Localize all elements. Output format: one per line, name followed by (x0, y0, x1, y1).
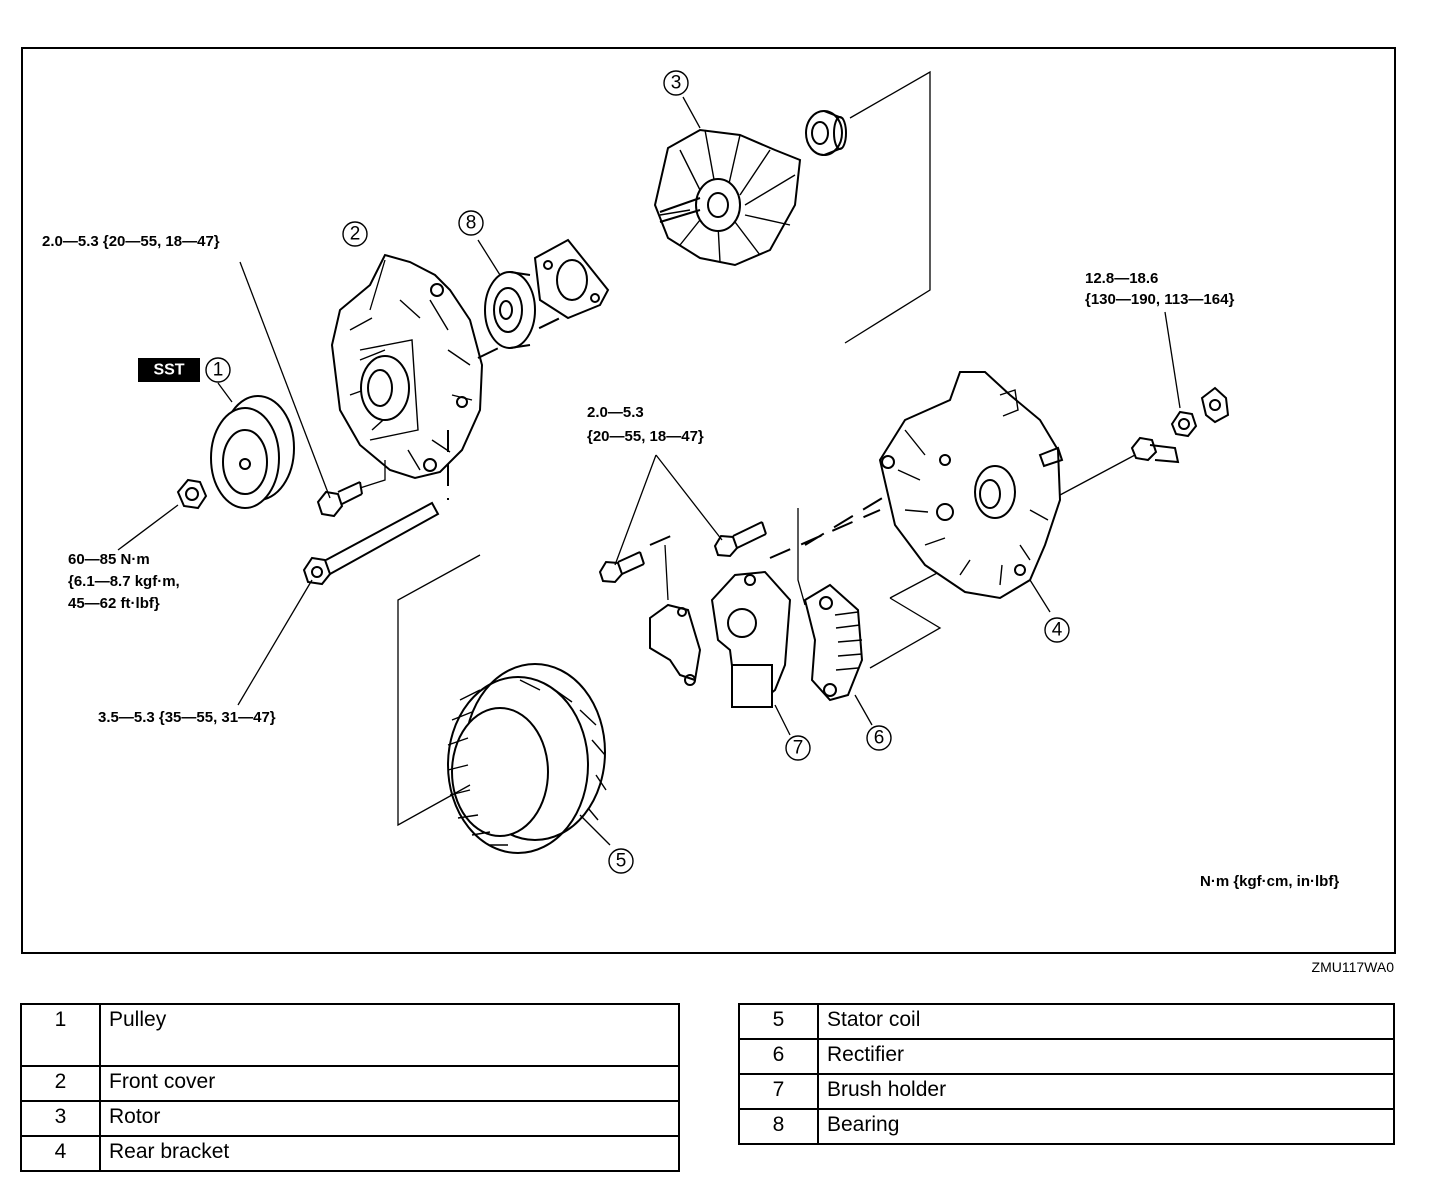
pulley-nut-torque-leader (117, 504, 179, 551)
legend-part-name: Pulley (99, 1003, 680, 1067)
callout-1-number: 1 (213, 360, 224, 381)
legend-part-name: Rotor (99, 1100, 680, 1137)
pulley-nut-drawing (176, 478, 208, 510)
legend-part-name: Stator coil (817, 1003, 1395, 1040)
callout-5: 5 (608, 848, 634, 874)
callout-7-number: 7 (793, 738, 804, 759)
legend-row: 1 Pulley (20, 1003, 680, 1067)
legend-number: 8 (738, 1108, 819, 1145)
legend-part-name: Rear bracket (99, 1135, 680, 1172)
pulley-nut-torque-line2: {6.1—8.7 kgf·m, (68, 573, 180, 590)
legend-number: 1 (20, 1003, 101, 1067)
rotor-rear-bearing-drawing (805, 110, 847, 156)
parts-legend-left: 1 Pulley 2 Front cover 3 Rotor 4 Rear br… (20, 1003, 680, 1172)
callout-2: 2 (342, 221, 368, 247)
diagram-frame (21, 47, 1396, 954)
brush-holder-guide-line (664, 508, 806, 606)
brush-rectifier-torque-line2: {20—55, 18—47} (587, 428, 704, 445)
legend-number: 2 (20, 1065, 101, 1102)
legend-number: 6 (738, 1038, 819, 1075)
terminal-nut-torque-leader (1164, 311, 1181, 409)
rectifier-callout-line (854, 694, 873, 726)
legend-number: 7 (738, 1073, 819, 1110)
front-cover-drawing (330, 253, 484, 480)
callout-4: 4 (1044, 617, 1070, 643)
legend-part-name: Brush holder (817, 1073, 1395, 1110)
legend-row: 3 Rotor (20, 1100, 680, 1137)
callout-2-number: 2 (350, 224, 361, 245)
callout-6: 6 (866, 725, 892, 751)
terminal-nut-torque-line1: 12.8—18.6 (1085, 270, 1158, 287)
pulley-nut-torque-line3: 45—62 ft·lbf} (68, 595, 160, 612)
legend-row: 4 Rear bracket (20, 1135, 680, 1172)
legend-row: 2 Front cover (20, 1065, 680, 1102)
pulley-drawing (210, 395, 295, 509)
figure-code: ZMU117WA0 (1312, 959, 1395, 975)
legend-part-name: Bearing (817, 1108, 1395, 1145)
legend-row: 8 Bearing (738, 1108, 1395, 1145)
brush-holder-assembly-line (649, 531, 681, 546)
callout-4-number: 4 (1052, 620, 1063, 641)
terminal-nut-drawing (1170, 410, 1198, 438)
callout-5-number: 5 (616, 851, 627, 872)
rotor-guide-line (844, 70, 931, 344)
bearing-drawing (484, 271, 536, 349)
callout-8: 8 (458, 210, 484, 236)
bearing-callout-line (477, 239, 501, 276)
rectifier-screw-drawing (713, 521, 767, 558)
through-bolt-drawing (302, 501, 440, 586)
terminal-nut-torque-line2: {130—190, 113—164} (1085, 291, 1234, 308)
brush-rectifier-torque-line1: 2.0—5.3 (587, 404, 644, 421)
legend-part-name: Rectifier (817, 1038, 1395, 1075)
legend-row: 7 Brush holder (738, 1073, 1395, 1110)
torque-unit-note: N·m {kgf·cm, in·lbf} (1200, 873, 1339, 890)
legend-row: 6 Rectifier (738, 1038, 1395, 1075)
brush-holder-callout-line (774, 704, 791, 736)
front-cover-guide-line (359, 259, 386, 489)
parts-legend-right: 5 Stator coil 6 Rectifier 7 Brush holder… (738, 1003, 1395, 1145)
through-bolt-torque: 3.5—5.3 {35—55, 31—47} (98, 709, 276, 726)
callout-7: 7 (785, 735, 811, 761)
rear-bracket-callout-line (1029, 579, 1051, 613)
brush-holder-screw-drawing (598, 551, 645, 584)
pulley-callout-line (217, 382, 233, 403)
callout-3: 3 (663, 70, 689, 96)
sst-label: SST (153, 362, 184, 379)
brush-holder-insulator-drawing (649, 603, 702, 686)
rear-bracket-drawing (878, 371, 1064, 600)
terminal-insulator-drawing (1200, 386, 1230, 424)
callout-1: 1 (205, 357, 231, 383)
brush-holder-drawing (710, 570, 792, 708)
front-cover-bolt-torque: 2.0—5.3 {20—55, 18—47} (42, 233, 220, 250)
terminal-bolt-drawing (1130, 436, 1180, 464)
through-bolt-torque-leader (237, 579, 313, 706)
legend-number: 4 (20, 1135, 101, 1172)
front-cover-bolt-torque-leader (239, 261, 331, 499)
legend-row: 5 Stator coil (738, 1003, 1395, 1040)
legend-number: 5 (738, 1003, 819, 1040)
pulley-nut-torque-line1: 60—85 N·m (68, 551, 150, 568)
front-cover-bolt-drawing (316, 481, 363, 518)
rotor-drawing (653, 96, 802, 267)
callout-6-number: 6 (874, 728, 885, 749)
callout-8-number: 8 (466, 213, 477, 234)
stator-guide-line (397, 554, 481, 827)
sst-badge (138, 358, 200, 382)
stator-coil-drawing (447, 663, 607, 854)
legend-number: 3 (20, 1100, 101, 1137)
rear-bracket-terminal-line (1059, 454, 1136, 496)
legend-part-name: Front cover (99, 1065, 680, 1102)
stator-callout-line (579, 814, 611, 846)
callout-3-number: 3 (671, 73, 682, 94)
brush-rectifier-torque-leader (614, 454, 723, 566)
bearing-retainer-plate-drawing (533, 238, 610, 320)
rectifier-drawing (803, 583, 864, 702)
